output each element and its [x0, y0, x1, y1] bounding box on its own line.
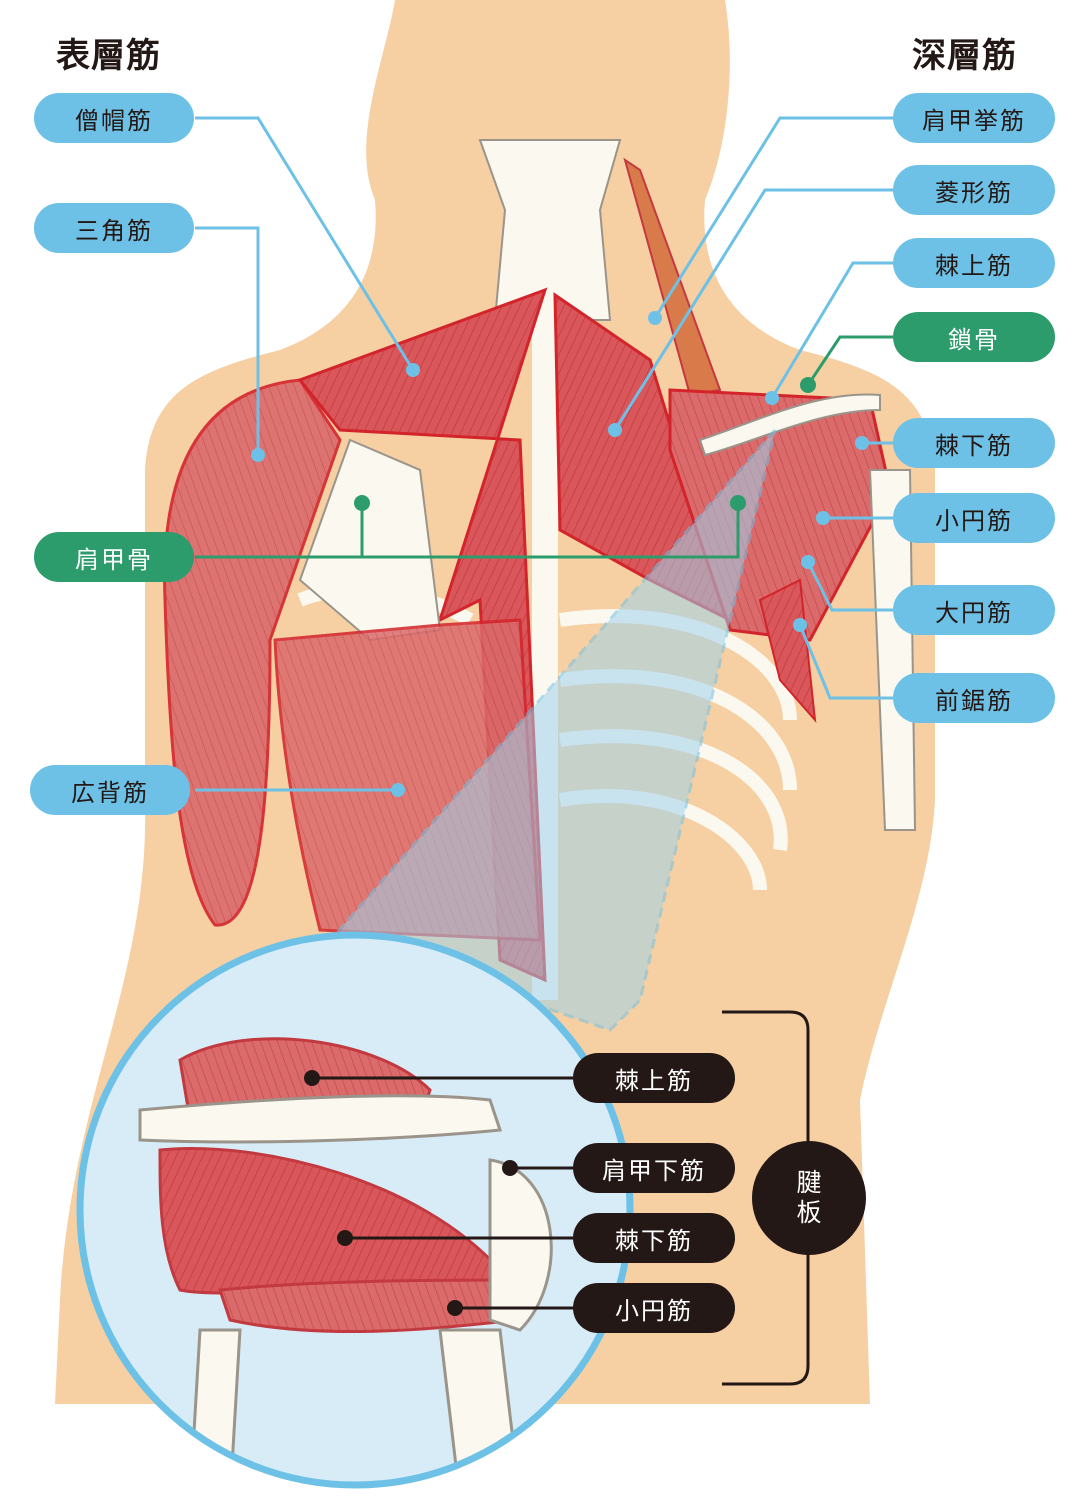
label-latissimus-dorsi: 広背筋	[30, 765, 190, 815]
label-clavicle: 鎖骨	[893, 312, 1055, 362]
label-teres-minor: 小円筋	[893, 493, 1055, 543]
label-rhomboid: 菱形筋	[893, 165, 1055, 215]
inset-label-subscapularis: 肩甲下筋	[573, 1143, 735, 1193]
label-scapula: 肩甲骨	[34, 532, 194, 582]
rotator-cuff-char-2: 板	[796, 1198, 822, 1227]
label-serratus-anterior: 前鋸筋	[893, 673, 1055, 723]
deep-muscles-heading: 深層筋	[912, 36, 1017, 76]
label-trapezius: 僧帽筋	[34, 93, 194, 143]
inset-label-supraspinatus: 棘上筋	[573, 1053, 735, 1103]
label-teres-major: 大円筋	[893, 585, 1055, 635]
leader-dots	[251, 311, 869, 1316]
label-infraspinatus: 棘下筋	[893, 418, 1055, 468]
humerus-bone	[868, 469, 917, 831]
leader-lines	[195, 116, 893, 1310]
inset-label-infraspinatus: 棘下筋	[573, 1213, 735, 1263]
rotator-cuff-inset	[76, 931, 634, 1489]
levator-scapulae-muscle	[623, 157, 722, 397]
rotator-cuff-badge: 腱 板	[752, 1141, 866, 1255]
label-supraspinatus: 棘上筋	[893, 238, 1055, 288]
magnification-cone	[332, 429, 777, 1032]
clavicle-bone	[698, 393, 881, 457]
rotator-cuff-char-1: 腱	[796, 1168, 822, 1197]
inset-label-teres-minor: 小円筋	[573, 1283, 735, 1333]
label-levator-scapulae: 肩甲挙筋	[893, 93, 1055, 143]
superficial-muscles-heading: 表層筋	[56, 36, 161, 76]
label-deltoid: 三角筋	[34, 203, 194, 253]
serratus-anterior-muscle	[758, 578, 817, 724]
